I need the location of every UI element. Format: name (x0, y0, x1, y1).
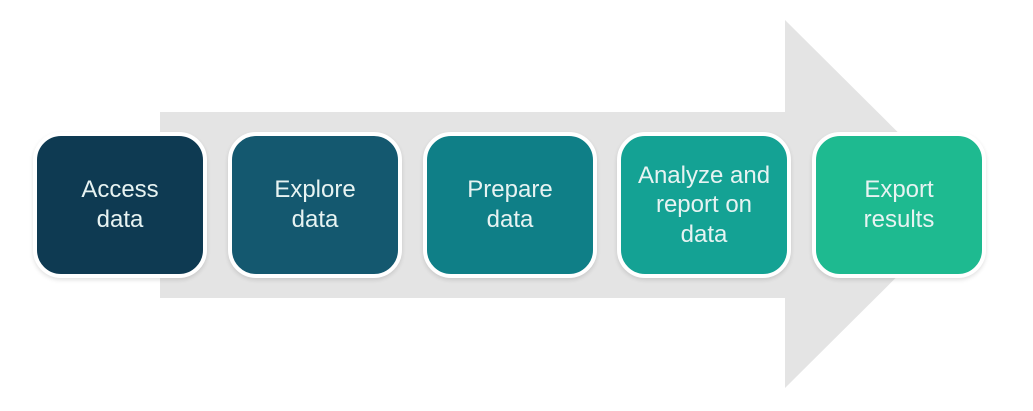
step-label: Prepare data (467, 176, 553, 233)
step-access-data: Access data (33, 132, 207, 278)
step-explore-data: Explore data (228, 132, 402, 278)
step-label: Explore data (274, 176, 356, 233)
step-label: Access data (81, 176, 159, 233)
step-analyze-report-data: Analyze and report on data (617, 132, 791, 278)
step-prepare-data: Prepare data (423, 132, 597, 278)
step-label: Analyze and report on data (637, 161, 771, 248)
step-label: Export results (863, 176, 935, 233)
step-export-results: Export results (812, 132, 986, 278)
